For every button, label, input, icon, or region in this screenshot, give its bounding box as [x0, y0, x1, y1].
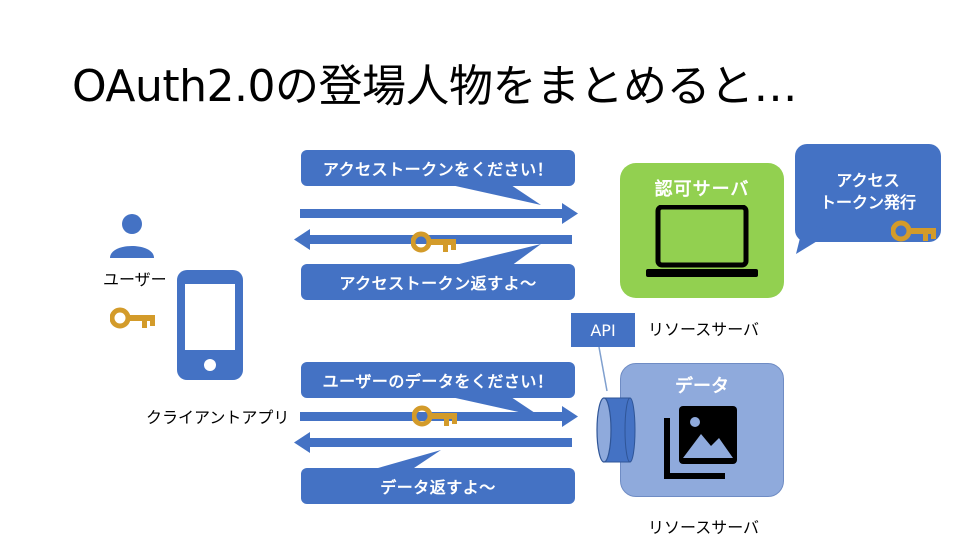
request-token-text: アクセストークンをください！	[301, 150, 575, 186]
api-connector-line	[598, 347, 608, 392]
resource-server-label-top: リソースサーバ	[648, 320, 760, 339]
token-issue-line1: アクセス	[836, 171, 900, 190]
key-icon	[891, 220, 936, 242]
authorization-server-title: 認可サーバ	[654, 179, 750, 200]
client-app-label: クライアントアプリ	[146, 408, 290, 427]
resource-server-label-bottom: リソースサーバ	[648, 518, 760, 537]
database-cylinder-icon	[596, 397, 636, 463]
return-token-bubble: アクセストークン返すよ〜	[301, 244, 575, 300]
authorization-server: 認可サーバ	[620, 163, 784, 298]
request-token-bubble: アクセストークンをください！	[301, 150, 575, 205]
arrow-right-token-request	[300, 203, 578, 224]
key-icon	[411, 231, 456, 253]
request-data-text: ユーザーのデータをください！	[301, 362, 575, 398]
issue-bubble-tail	[796, 222, 832, 254]
key-icon	[110, 307, 155, 329]
return-data-text: データ返すよ〜	[301, 468, 575, 504]
arrow-left-data-return	[294, 432, 572, 453]
token-issue-line2: トークン発行	[819, 193, 916, 212]
api-box: API	[571, 313, 635, 347]
key-icon	[412, 405, 457, 427]
return-data-bubble: データ返すよ〜	[301, 450, 575, 504]
page-title: OAuth2.0の登場人物をまとめると…	[72, 61, 797, 112]
token-issue-bubble: アクセス トークン発行	[795, 144, 941, 242]
photo-library-icon	[664, 406, 737, 479]
laptop-icon	[646, 205, 758, 277]
data-resource-server: データ	[620, 363, 784, 497]
return-token-text: アクセストークン返すよ〜	[301, 264, 575, 300]
person-icon	[110, 214, 154, 258]
smartphone-icon	[177, 270, 243, 380]
user-label: ユーザー	[103, 270, 167, 289]
data-server-title: データ	[675, 376, 729, 397]
request-data-bubble: ユーザーのデータをください！	[301, 362, 575, 417]
